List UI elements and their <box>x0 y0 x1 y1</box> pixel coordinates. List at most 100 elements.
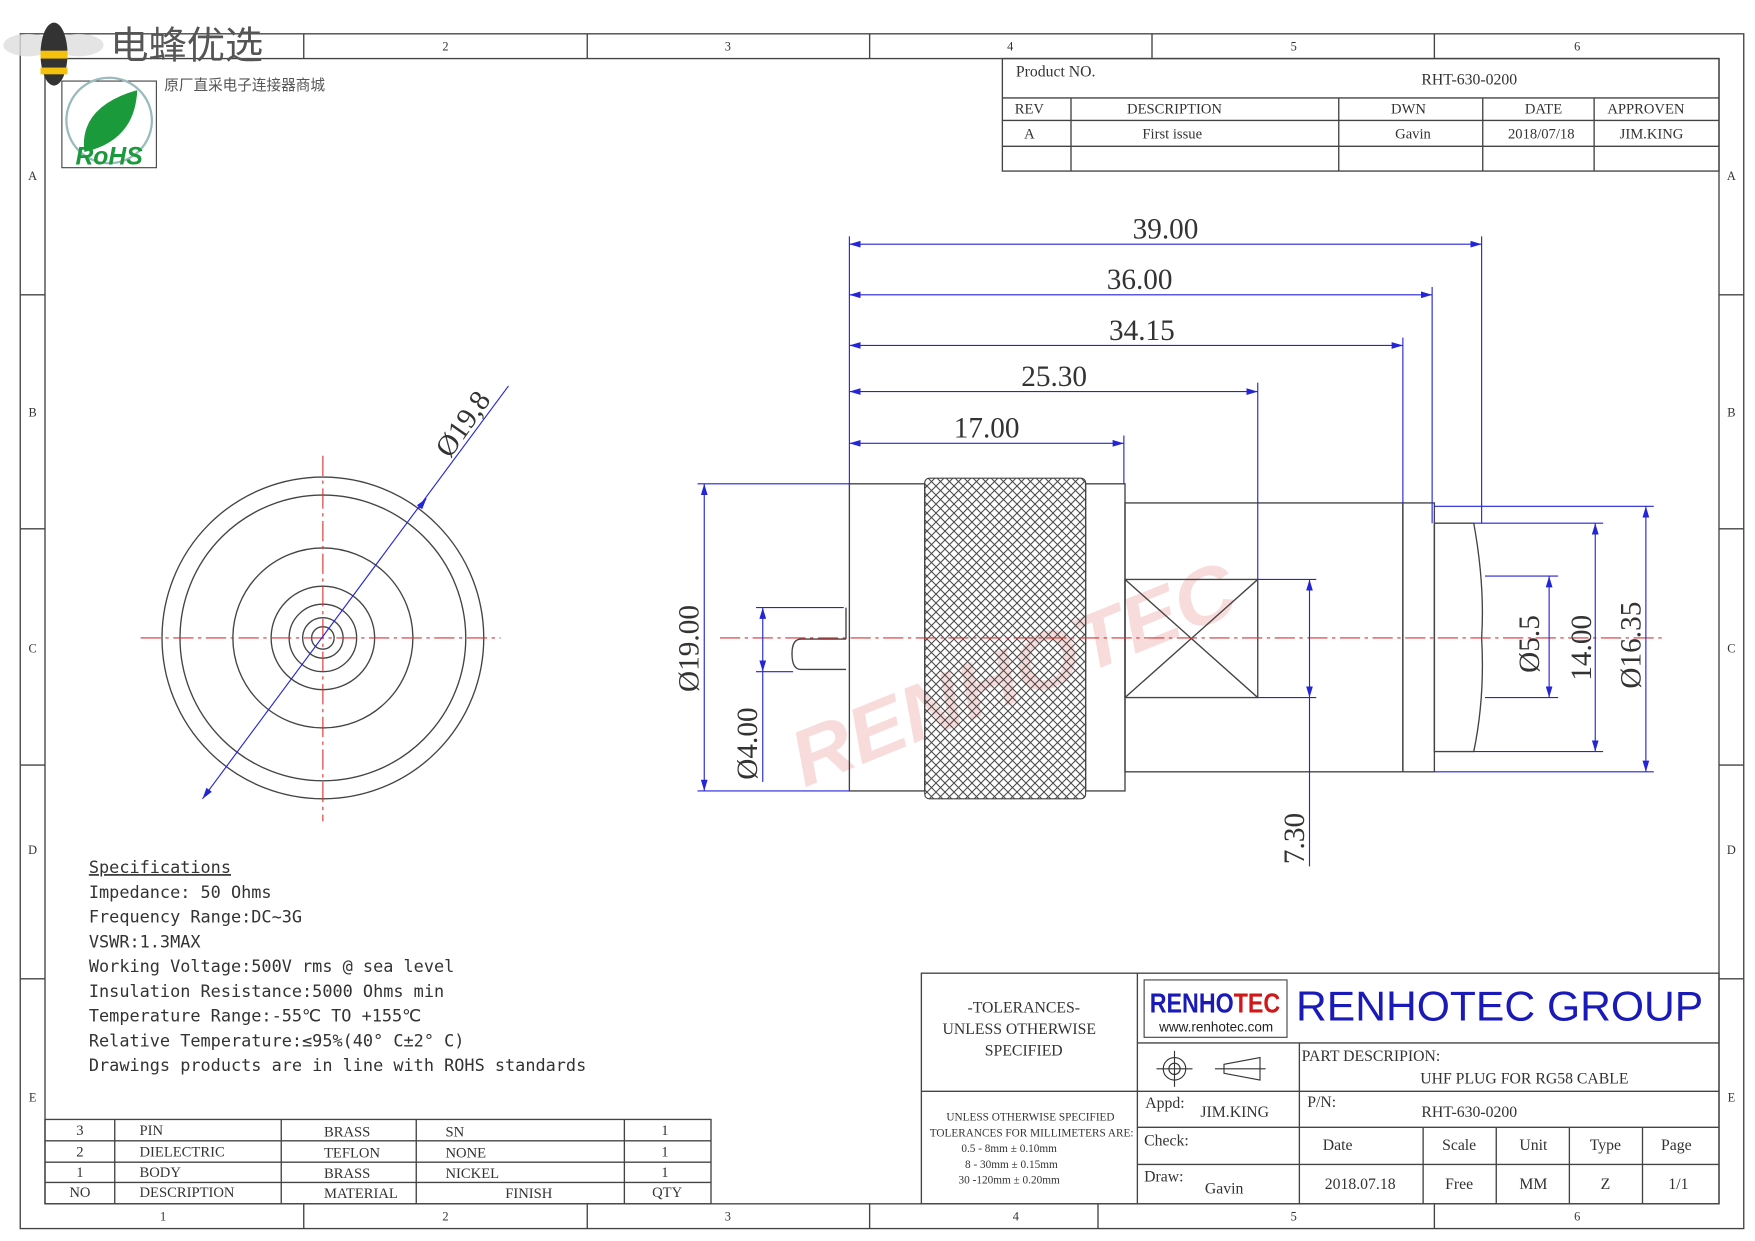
title_block-tolerances-1: UNLESS OTHERWISE <box>942 1021 1096 1038</box>
zones-columns-5: 6 <box>1574 40 1580 54</box>
revision-rows-0-2: Gavin <box>1395 126 1431 142</box>
specs-lines-5: Temperature Range:-55℃ TO +155℃ <box>89 1006 421 1026</box>
dimension-lines: 39.00 36.00 34.15 25.30 17.00 Ø19.00 Ø4.… <box>674 214 1654 867</box>
dim-dia5-5: Ø5.5 <box>1514 615 1546 673</box>
revision-headers-2: DWN <box>1391 102 1426 118</box>
specs-lines-7: Drawings products are in line with ROHS … <box>89 1055 586 1075</box>
brand-tagline: 原厂直采电子连接器商城 <box>164 77 325 94</box>
bom-rows-1-2: TEFLON <box>324 1146 380 1162</box>
revision-product_no_label: Product NO. <box>1016 64 1096 81</box>
dim-36: 36.00 <box>1107 264 1173 296</box>
title_block-headers-4: Page <box>1661 1137 1692 1154</box>
specs-lines-3: Working Voltage:500V rms @ sea level <box>89 956 454 976</box>
zones-rows-4: E <box>1728 1090 1736 1104</box>
brand-logo_text: 电蜂优选 <box>110 25 263 68</box>
title_block-tol_detail-1: TOLERANCES FOR MILLIMETERS ARE: <box>930 1127 1134 1139</box>
zones-columns-1: 2 <box>442 40 448 54</box>
bom-rows-2-4: 1 <box>661 1165 668 1181</box>
bom-rows-1-0: 2 <box>76 1145 83 1161</box>
dim-25: 25.30 <box>1021 361 1087 393</box>
dim-14: 14.00 <box>1566 615 1598 681</box>
bom-rows-0-4: 1 <box>661 1123 668 1139</box>
title_block-tolerances-0: -TOLERANCES- <box>967 1000 1080 1017</box>
title_block-tol_detail-3: 8 - 30mm ± 0.15mm <box>965 1159 1058 1171</box>
dim-dia19: Ø19.00 <box>674 605 706 692</box>
bom-rows-2-2: BRASS <box>324 1166 370 1182</box>
revision-headers-3: DATE <box>1525 102 1562 118</box>
bom-rows-1-3: NONE <box>446 1146 487 1162</box>
specs-lines-6: Relative Temperature:≤95%(40° C±2° C) <box>89 1030 465 1050</box>
zones-columns-1: 2 <box>442 1210 448 1224</box>
title_block-appd_label: Appd: <box>1145 1095 1184 1112</box>
zones-rows-0: A <box>1727 169 1736 183</box>
revision-headers-1: DESCRIPTION <box>1127 102 1222 118</box>
title_block-headers-1: Scale <box>1442 1137 1476 1154</box>
title_block-logo_url: www.renhotec.com <box>1158 1020 1273 1035</box>
projection-symbol-icon <box>1156 1050 1266 1087</box>
title_block-appd: JIM.KING <box>1200 1104 1269 1121</box>
logo-part-b: TEC <box>1234 988 1281 1019</box>
brand-rohs: RoHS <box>75 143 143 170</box>
bom-rows-2-1: BODY <box>140 1165 182 1181</box>
title_block-values-1: Free <box>1445 1176 1473 1193</box>
bom-rows-0-0: 3 <box>76 1123 83 1139</box>
title_block-headers-0: Date <box>1323 1137 1353 1154</box>
title_block-values-4: 1/1 <box>1668 1176 1688 1193</box>
side-view <box>720 477 1665 800</box>
title_block-part_desc_label: PART DESCRIPION: <box>1302 1048 1441 1065</box>
title_block-tol_detail-2: 0.5 - 8mm ± 0.10mm <box>961 1143 1057 1155</box>
zones-columns-2: 3 <box>725 40 731 54</box>
zones-rows-3: D <box>28 843 37 857</box>
dim-17: 17.00 <box>954 413 1020 445</box>
zones-rows-3: D <box>1727 843 1736 857</box>
bom-rows-2-0: 1 <box>76 1165 83 1181</box>
title_block-headers-3: Type <box>1590 1137 1621 1154</box>
renhotec-logo-wordmark: RENHOTEC <box>1150 988 1281 1019</box>
revision-product_no: RHT-630-0200 <box>1421 71 1517 88</box>
specs-lines-4: Insulation Resistance:5000 Ohms min <box>89 981 444 1001</box>
dim-face-diameter: Ø19,8 <box>430 385 498 463</box>
zones-columns-4: 5 <box>1291 1210 1297 1224</box>
title_block-check_label: Check: <box>1144 1132 1189 1149</box>
title_block-values-3: Z <box>1601 1176 1611 1193</box>
bom-headers-0: NO <box>69 1185 90 1201</box>
specs-lines-0: Impedance: 50 Ohms <box>89 882 272 902</box>
dim-dia16: Ø16.35 <box>1615 602 1647 689</box>
logo-part-a: RENHO <box>1150 988 1234 1019</box>
title_block-draw_label: Draw: <box>1144 1168 1183 1185</box>
bom-rows-0-1: PIN <box>140 1123 164 1139</box>
bom-headers-1: DESCRIPTION <box>140 1185 235 1201</box>
zones-rows-1: B <box>29 405 37 419</box>
bom-headers-3: FINISH <box>505 1186 553 1202</box>
revision-rows-0-0: A <box>1024 126 1035 142</box>
zones-columns-5: 6 <box>1574 1210 1580 1224</box>
dim-34: 34.15 <box>1109 315 1175 347</box>
bom-rows-1-1: DIELECTRIC <box>140 1145 225 1161</box>
title_block-draw: Gavin <box>1205 1181 1244 1198</box>
title_block-values-2: MM <box>1519 1176 1547 1193</box>
bom-headers-2: MATERIAL <box>324 1186 398 1202</box>
revision-rows-0-4: JIM.KING <box>1620 126 1684 142</box>
title_block-tol_detail-0: UNLESS OTHERWISE SPECIFIED <box>946 1112 1114 1124</box>
zones-columns-0: 1 <box>160 1210 166 1224</box>
specifications: Specifications Impedance: 50 OhmsFrequen… <box>89 857 586 1075</box>
bom-rows-2-3: NICKEL <box>446 1166 500 1182</box>
company-name: RENHOTEC GROUP <box>1296 982 1703 1029</box>
title_block-headers-2: Unit <box>1519 1137 1548 1154</box>
zones-rows-2: C <box>1727 642 1735 656</box>
zones-rows-0: A <box>28 169 37 183</box>
zones-columns-3: 4 <box>1013 1210 1019 1224</box>
title_block-values-0: 2018.07.18 <box>1325 1176 1396 1193</box>
zones-columns-3: 4 <box>1007 40 1013 54</box>
bom-rows-1-4: 1 <box>661 1145 668 1161</box>
title_block-tol_detail-4: 30 -120mm ± 0.20mm <box>959 1175 1060 1187</box>
zones-columns-4: 5 <box>1291 40 1297 54</box>
dim-overall-length: 39.00 <box>1133 214 1199 246</box>
specs-lines-2: VSWR:1.3MAX <box>89 931 201 951</box>
revision-headers-4: APPROVEN <box>1607 102 1685 118</box>
